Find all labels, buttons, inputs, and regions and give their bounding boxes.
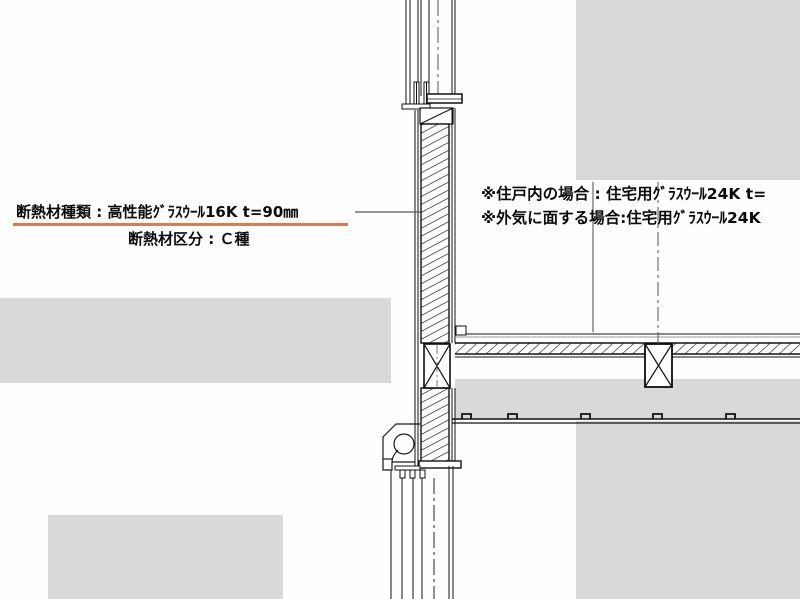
annotation-left-underline bbox=[13, 223, 348, 226]
mullion-bottom-lines bbox=[390, 466, 454, 599]
annotation-right-line1: ※住戸内の場合 : 住宅用ｸﾞﾗｽｳｰﾙ24K t= bbox=[481, 185, 767, 203]
floor-slab bbox=[455, 333, 800, 358]
column-marker-wall bbox=[423, 343, 451, 389]
annotation-left-line1: 断熱材種類 : 高性能ｸﾞﾗｽｳｰﾙ16K t=90㎜ bbox=[16, 203, 299, 221]
window-head-sash-boxes bbox=[413, 81, 430, 107]
mullion-top-lines bbox=[405, 0, 456, 108]
exterior-wall-section bbox=[414, 108, 456, 470]
window-head-transition bbox=[419, 107, 454, 125]
window-sill-sash-boxes bbox=[399, 469, 426, 479]
window-sill-plate bbox=[394, 460, 462, 471]
slab-upturn-stub bbox=[455, 325, 467, 336]
shade-right-upper bbox=[576, 0, 800, 180]
shade-right-lower bbox=[576, 421, 800, 599]
window-sill-detail bbox=[382, 423, 420, 471]
shade-right-mid bbox=[455, 379, 800, 419]
shade-left-upper bbox=[0, 298, 391, 383]
window-head-lintel bbox=[401, 93, 463, 110]
exterior-wall-section-lower bbox=[420, 387, 456, 463]
shade-left-lower bbox=[48, 515, 283, 599]
annotation-right-line2: ※外気に面する場合:住宅用ｸﾞﾗｽｳｰﾙ24K bbox=[481, 209, 761, 227]
annotation-left-line2: 断熱材区分 : Ｃ種 bbox=[128, 230, 250, 248]
